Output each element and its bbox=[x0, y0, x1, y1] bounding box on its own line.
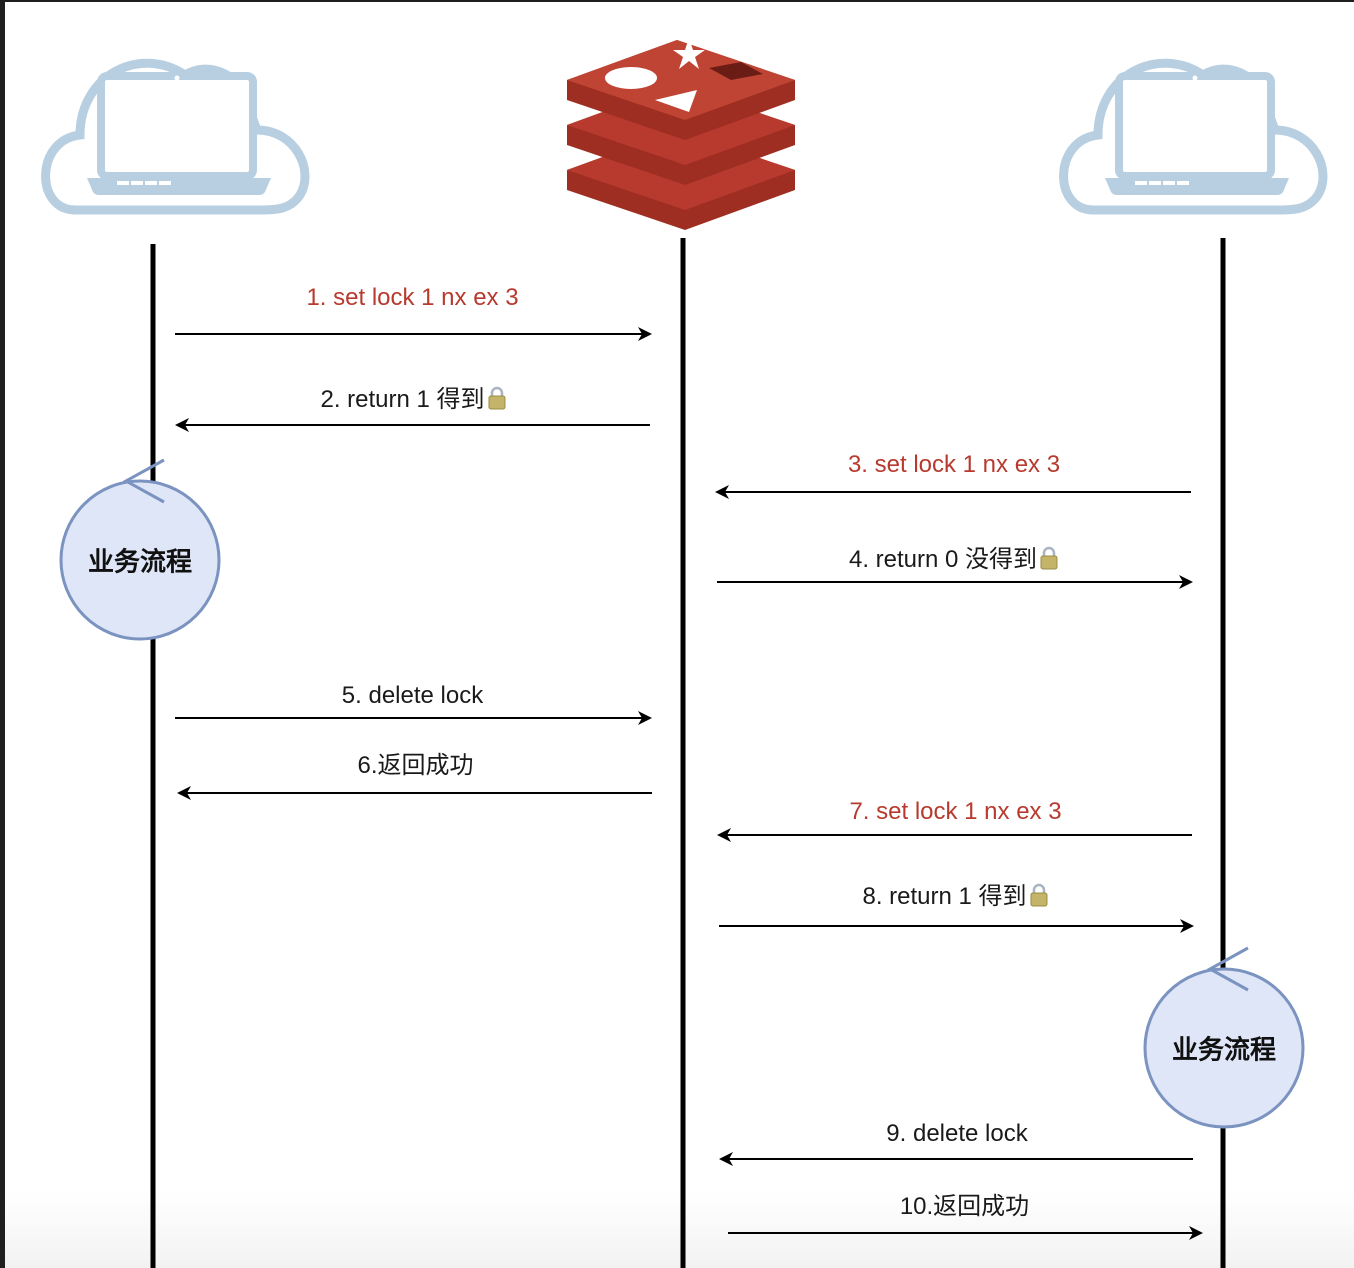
diagram-svg bbox=[41, 38, 1328, 1268]
loop-arrow-icon bbox=[1206, 946, 1249, 992]
message-label-6: 6.返回成功 bbox=[357, 752, 473, 780]
message-text: 7. set lock 1 nx ex 3 bbox=[849, 798, 1062, 825]
process-loop-client-b bbox=[1143, 946, 1305, 1129]
message-label-1: 1. set lock 1 nx ex 3 bbox=[306, 284, 518, 312]
redis-logo-icon bbox=[567, 38, 795, 230]
message-text: 9. delete lock bbox=[886, 1120, 1028, 1147]
process-label: 业务流程 bbox=[1171, 1035, 1277, 1066]
process-circle bbox=[59, 479, 221, 641]
message-text: 3. set lock 1 nx ex 3 bbox=[847, 451, 1061, 478]
message-text: 4. return 0 没得到 bbox=[848, 546, 1038, 573]
message-label-3: 3. set lock 1 nx ex 3 bbox=[848, 451, 1060, 479]
message-text: 1. set lock 1 nx ex 3 bbox=[306, 284, 519, 311]
message-text: 2. return 1 得到 bbox=[320, 386, 485, 413]
message-label-4: 4. return 0 没得到 bbox=[849, 546, 1059, 577]
sequence-diagram: 1. set lock 1 nx ex 3 2. return 1 得到 3. se… bbox=[5, 2, 1354, 1268]
lock-icon bbox=[1029, 883, 1049, 914]
loop-arrow-icon bbox=[122, 458, 165, 504]
process-circle bbox=[1143, 967, 1305, 1129]
message-text: 5. delete lock bbox=[341, 682, 484, 709]
message-text: 6.返回成功 bbox=[357, 752, 474, 779]
client-b-cloud-laptop-icon bbox=[1059, 58, 1328, 215]
message-text: 8. return 1 得到 bbox=[862, 883, 1027, 910]
message-label-10: 10.返回成功 bbox=[900, 1193, 1029, 1221]
client-a-cloud-laptop-icon bbox=[41, 58, 310, 215]
process-loop-client-a bbox=[59, 458, 221, 641]
message-label-8: 8. return 1 得到 bbox=[862, 883, 1048, 914]
message-text: 10.返回成功 bbox=[899, 1193, 1030, 1220]
message-label-5: 5. delete lock bbox=[342, 682, 483, 710]
message-label-9: 9. delete lock bbox=[886, 1120, 1027, 1148]
lock-icon bbox=[1039, 546, 1059, 577]
lock-icon bbox=[487, 386, 507, 417]
process-label: 业务流程 bbox=[87, 547, 193, 578]
message-label-2: 2. return 1 得到 bbox=[320, 386, 506, 417]
message-label-7: 7. set lock 1 nx ex 3 bbox=[849, 798, 1061, 826]
